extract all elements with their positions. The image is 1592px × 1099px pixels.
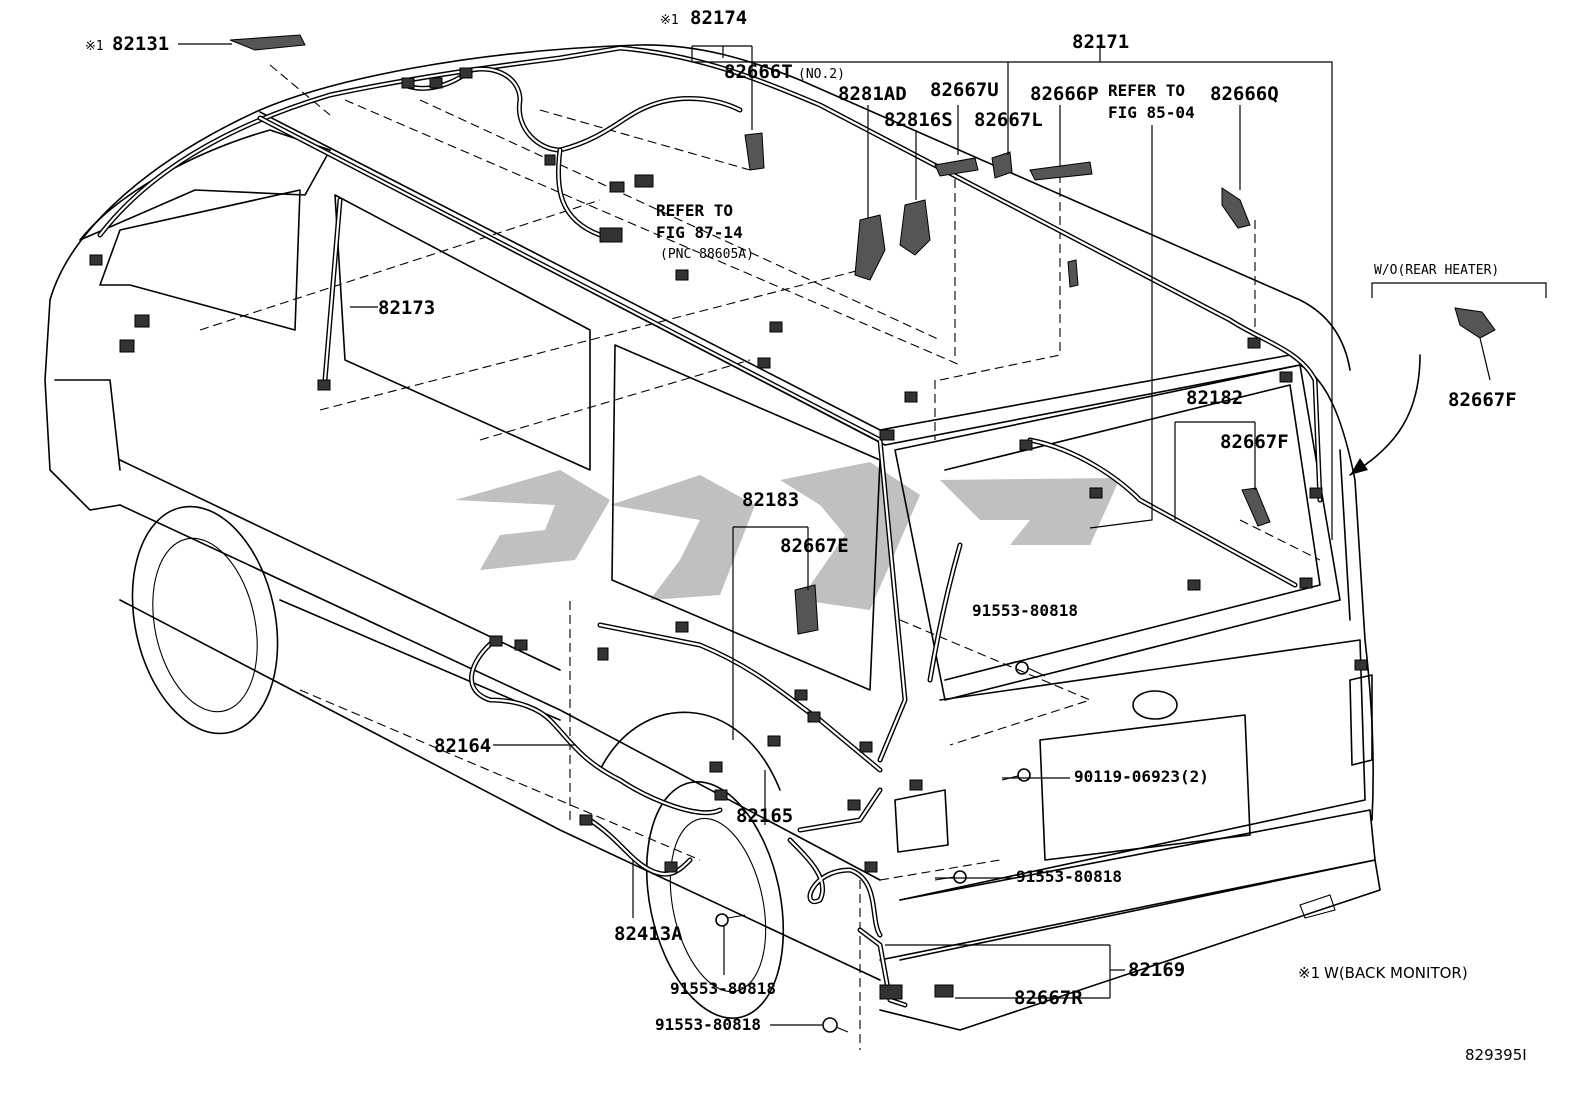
- label-82667E: 82667E: [780, 535, 849, 557]
- note-mark: ※1: [1298, 964, 1320, 982]
- harness-82165: [787, 787, 883, 938]
- label-91553-80818-c: 91553-80818: [670, 979, 776, 998]
- part-labels: ※1 82131 ※1 82174 82171 82666T (NO.2) 82…: [85, 7, 1527, 1064]
- label-82816S: 82816S: [884, 109, 953, 131]
- arrow-icon: [1349, 354, 1421, 476]
- label-82169: 82169: [1128, 959, 1185, 981]
- harness-82171: [97, 45, 1323, 503]
- label-82165: 82165: [736, 805, 793, 827]
- label-fig-87-14: FIG 87-14: [656, 223, 743, 242]
- label-8281AD: 8281AD: [838, 83, 907, 105]
- connectors: [89, 67, 1368, 1000]
- label-82174: 82174: [690, 7, 747, 29]
- label-pnc-88605a: (PNC 88605A): [660, 247, 754, 262]
- label-82667L: 82667L: [974, 109, 1043, 131]
- bolt-icon: [934, 870, 967, 884]
- label-82667F-a: 82667F: [1448, 389, 1517, 411]
- label-82666T: 82666T: [724, 61, 793, 83]
- bolt-icon: [1015, 661, 1046, 677]
- label-82666P: 82666P: [1030, 83, 1099, 105]
- harness-82413A: [587, 817, 693, 877]
- label-82173: 82173: [378, 297, 435, 319]
- label-82667U: 82667U: [930, 79, 999, 101]
- label-82183: 82183: [742, 489, 799, 511]
- label-91553-80818-b: 91553-80818: [1016, 867, 1122, 886]
- clip-parts: [229, 34, 1496, 635]
- harness-82173: [257, 115, 908, 763]
- label-refer-to-2: REFER TO: [656, 201, 733, 220]
- note-mark: ※1: [660, 13, 679, 28]
- label-no2: (NO.2): [798, 67, 845, 82]
- van-body: [44, 44, 1381, 1050]
- harness-82182: [1027, 437, 1298, 588]
- bolts: [715, 661, 1046, 1033]
- label-82666Q: 82666Q: [1210, 83, 1279, 105]
- label-82171: 82171: [1072, 31, 1129, 53]
- leader-lines: [178, 43, 1547, 1026]
- label-82413A: 82413A: [614, 923, 683, 945]
- harness-82169: [857, 927, 908, 1008]
- label-wo-rear-heater: W/O(REAR HEATER): [1374, 263, 1499, 278]
- label-90119-06923: 90119-06923(2): [1074, 767, 1209, 786]
- note-mark: ※1: [85, 39, 104, 54]
- label-91553-80818-a: 91553-80818: [972, 601, 1078, 620]
- watermark-logo: [455, 462, 1120, 610]
- label-82667F-b: 82667F: [1220, 431, 1289, 453]
- harness-82183: [927, 542, 963, 683]
- bolt-icon: [715, 913, 746, 927]
- label-82182: 82182: [1186, 387, 1243, 409]
- figure-id: 829395I: [1465, 1046, 1527, 1064]
- label-82131: 82131: [112, 33, 169, 55]
- label-82164: 82164: [434, 735, 491, 757]
- label-fig-85-04: FIG 85-04: [1108, 103, 1195, 122]
- bolt-icon: [822, 1017, 849, 1033]
- bolt-icon: [1001, 768, 1031, 782]
- label-refer-to: REFER TO: [1108, 81, 1185, 100]
- label-82667R: 82667R: [1014, 987, 1083, 1009]
- label-91553-80818-d: 91553-80818: [655, 1015, 761, 1034]
- label-back-monitor-note: W(BACK MONITOR): [1324, 964, 1468, 982]
